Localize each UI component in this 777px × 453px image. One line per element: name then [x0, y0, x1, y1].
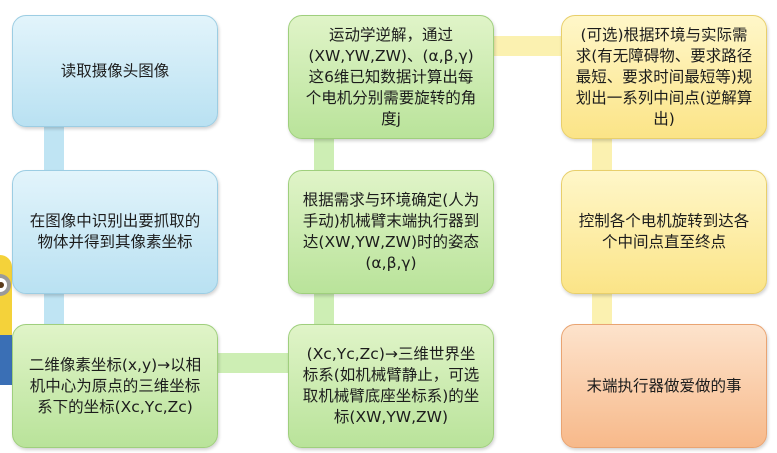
minion-illustration: [0, 255, 12, 385]
step-1-text: 读取摄像头图像: [60, 61, 170, 80]
connector-b6-b7: [493, 36, 561, 56]
step-plan-waypoints: (可选)根据环境与实际需求(有无障碍物、要求路径最短、要求时间最短等)规划出一系…: [561, 15, 767, 139]
step-pixel-to-camera-coords: 二维像素坐标(x,y)→以相机中心为原点的三维坐标系下的坐标(Xc,Yc,Zc): [12, 324, 218, 448]
step-identify-object-pixels: 在图像中识别出要抓取的物体并得到其像素坐标: [12, 170, 218, 294]
connector-b7-b8: [592, 137, 612, 173]
step-7-text: (可选)根据环境与实际需求(有无障碍物、要求路径最短、要求时间最短等)规划出一系…: [575, 25, 753, 128]
step-6-text: 运动学逆解，通过(XW,YW,ZW)、(α,β,γ)这6维已知数据计算出每个电机…: [305, 25, 477, 128]
connector-b2-b3: [44, 292, 64, 326]
step-camera-to-world-coords: (Xc,Yc,Zc)→三维世界坐标系(如机械臂静止，可选取机械臂底座坐标系)的坐…: [288, 324, 494, 448]
connector-b5-b6: [314, 137, 334, 173]
step-4-text: (Xc,Yc,Zc)→三维世界坐标系(如机械臂静止，可选取机械臂底座坐标系)的坐…: [302, 345, 480, 426]
step-control-motors: 控制各个电机旋转到达各个中间点直至终点: [561, 170, 767, 294]
connector-b3-b4: [216, 353, 290, 373]
step-8-text: 控制各个电机旋转到达各个中间点直至终点: [578, 212, 750, 251]
connector-b1-b2: [44, 124, 64, 176]
step-2-text: 在图像中识别出要抓取的物体并得到其像素坐标: [29, 212, 201, 251]
step-3-text: 二维像素坐标(x,y)→以相机中心为原点的三维坐标系下的坐标(Xc,Yc,Zc): [28, 355, 202, 416]
connector-b8-b9: [592, 290, 612, 326]
step-9-text: 末端执行器做爱做的事: [586, 376, 742, 395]
step-inverse-kinematics: 运动学逆解，通过(XW,YW,ZW)、(α,β,γ)这6维已知数据计算出每个电机…: [288, 15, 494, 139]
connector-b4-b5: [314, 290, 334, 326]
step-determine-pose: 根据需求与环境确定(人为手动)机械臂末端执行器到达(XW,YW,ZW)时的姿态(…: [288, 170, 494, 294]
step-end-effector-action: 末端执行器做爱做的事: [561, 324, 767, 448]
step-5-text: 根据需求与环境确定(人为手动)机械臂末端执行器到达(XW,YW,ZW)时的姿态(…: [302, 191, 480, 272]
step-read-camera-image: 读取摄像头图像: [12, 15, 218, 127]
